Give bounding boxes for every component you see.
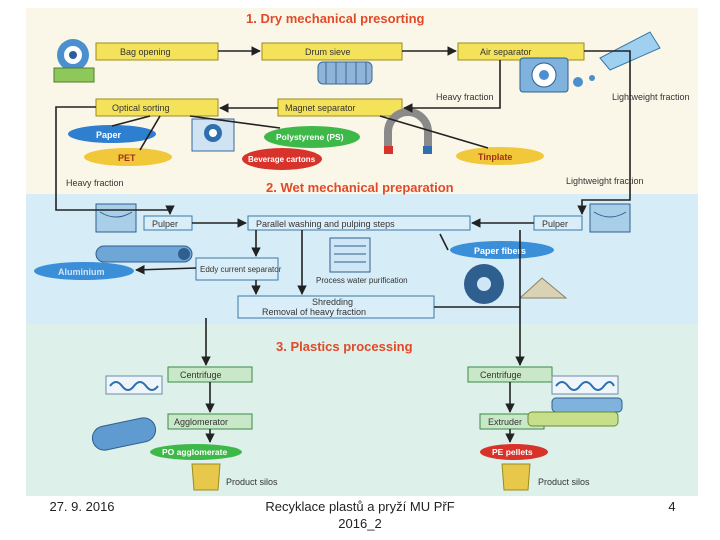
label-lightweight-fraction-upper: Lightweight fraction [612,92,690,102]
eddy-current-icon [95,245,193,263]
box-removal-heavy-label: Removal of heavy fraction [262,307,366,317]
pill-tinplate [456,147,544,165]
pill-paper-fibers [450,241,554,259]
section-wet-arrows [55,160,631,295]
section-wet-title: 2. Wet mechanical preparation [266,180,454,195]
pill-po-agglomerate-label: PO agglomerate [162,447,227,457]
box-optical-sorting-label: Optical sorting [112,103,170,113]
pill-pe-pellets [480,444,548,460]
drum-sieve-icon [317,61,373,85]
pill-po-agglomerate [150,444,242,460]
product-silo-right-icon [501,463,531,491]
section-plastics-arrows [201,230,525,443]
box-centrifuge-right-label: Centrifuge [480,370,522,380]
box-eddy-current [195,257,279,281]
footer-course-line-2: 2016_2 [338,516,382,531]
pill-paper-label: Paper [96,130,122,140]
box-air-separator-label: Air separator [480,47,532,57]
pulper-left-icon [95,203,137,233]
pill-pet-label: PET [118,153,136,163]
fraction-heap-icon [518,277,568,299]
box-parallel-washing-label: Parallel washing and pulping steps [256,219,395,229]
shredder-blade-icon [464,264,504,304]
footer-page-number: 4 [668,499,676,514]
section-plastics-title: 3. Plastics processing [276,339,413,354]
pill-tinplate-label: Tinplate [478,152,512,162]
pill-beverage-cartons [242,148,322,170]
centrifuge-left-icon [105,375,163,395]
box-bag-opening-label: Bag opening [120,47,171,57]
pill-pe-pellets-label: PE pellets [492,447,533,457]
box-drum-sieve-label: Drum sieve [305,47,351,57]
pill-polystyrene [264,126,360,148]
pill-aluminium-label: Aluminium [58,267,105,277]
product-silo-left-icon [191,463,221,491]
centrifuge-right-icon [551,375,619,395]
air-separator-icon [519,57,569,93]
agglomerator-icon [91,417,157,451]
section-dry-title: 1. Dry mechanical presorting [246,11,425,26]
box-agglomerator-label: Agglomerator [174,417,228,427]
box-centrifuge-left-label: Centrifuge [180,370,222,380]
box-shredding-label: Shredding [312,297,353,307]
pulper-right-icon [589,203,631,233]
box-magnet-separator-label: Magnet separator [285,103,356,113]
footer-date: 27. 9. 2016 [49,499,115,514]
pill-beverage-cartons-label: Beverage cartons [248,155,316,164]
label-process-water: Process water purification [316,276,408,285]
process-water-icon [329,237,371,273]
box-extruder-label: Extruder [488,417,522,427]
label-heavy-fraction-upper: Heavy fraction [436,92,494,102]
footer-course-line-1: Recyklace plastů a pryží MU PřF [265,499,455,514]
pill-paper-fibers-label: Paper fibers [474,246,526,256]
label-lightweight-fraction-lower: Lightweight fraction [566,176,644,186]
extruder-icon [527,397,623,427]
pill-pet [84,148,172,166]
box-pulper-right-label: Pulper [542,219,568,229]
label-product-silos-left: Product silos [226,477,278,487]
label-product-silos-right: Product silos [538,477,590,487]
optical-sorting-icon [191,118,235,152]
pill-aluminium [34,262,134,280]
box-parallel-washing [247,215,471,231]
pill-paper [68,125,156,143]
section-dry-arrows [55,46,631,190]
box-pulper-left-label: Pulper [152,219,178,229]
box-eddy-current-label: Eddy current separator [200,265,282,274]
bag-opening-icon [53,39,95,83]
label-heavy-fraction-lower: Heavy fraction [66,178,124,188]
pill-polystyrene-label: Polystyrene (PS) [276,132,344,142]
